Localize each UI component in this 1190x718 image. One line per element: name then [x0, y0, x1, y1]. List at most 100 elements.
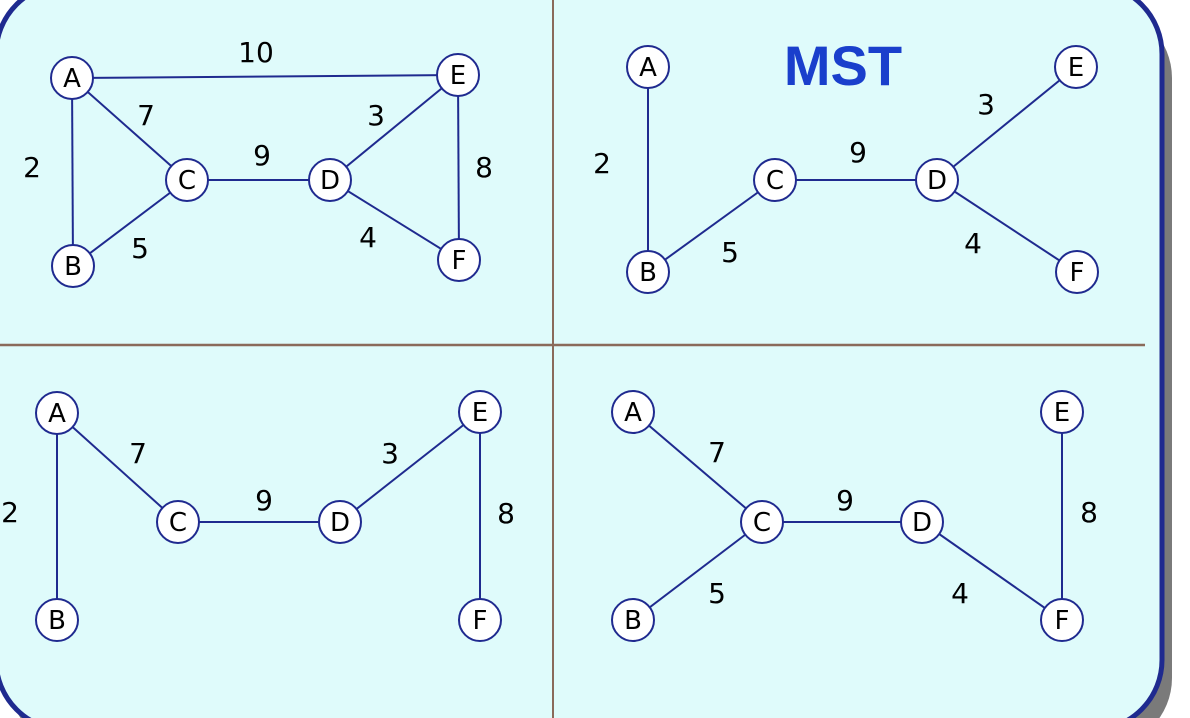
node-label-D: D [320, 166, 340, 196]
edge-A-B [71, 77, 74, 267]
edge-D-F [936, 179, 1078, 273]
node-label-B: B [624, 606, 642, 636]
node-B: B [35, 598, 79, 642]
node-E: E [436, 53, 480, 97]
node-circle-A [50, 56, 94, 100]
node-F: F [437, 238, 481, 282]
node-E: E [1054, 45, 1098, 89]
node-label-A: A [48, 399, 66, 429]
node-label-E: E [450, 61, 466, 91]
node-label-E: E [472, 398, 488, 428]
node-circle-F [458, 598, 502, 642]
node-circle-C [753, 158, 797, 202]
node-label-F: F [452, 246, 467, 276]
edge-weight-A-E: 10 [238, 36, 274, 69]
node-E: E [458, 390, 502, 434]
edge-weight-A-C: 7 [137, 99, 155, 132]
node-label-C: C [766, 166, 784, 196]
edge-D-E [329, 74, 459, 181]
node-circle-A [611, 390, 655, 434]
node-circle-B [35, 598, 79, 642]
node-circle-B [611, 598, 655, 642]
node-D: D [900, 500, 944, 544]
node-circle-C [740, 500, 784, 544]
edge-weight-D-E: 3 [367, 99, 385, 132]
node-F: F [1040, 598, 1084, 642]
edge-B-C [647, 179, 776, 273]
edge-weight-C-D: 9 [836, 484, 854, 517]
node-circle-C [165, 158, 209, 202]
node-label-B: B [639, 258, 657, 288]
node-label-A: A [639, 53, 657, 83]
edge-A-E [71, 74, 459, 79]
edge-D-E [936, 66, 1077, 181]
node-circle-C [156, 500, 200, 544]
node-label-B: B [48, 606, 66, 636]
edge-weight-A-B: 2 [23, 151, 41, 184]
node-D: D [915, 158, 959, 202]
node-E: E [1040, 390, 1084, 434]
node-F: F [458, 598, 502, 642]
edge-D-F [329, 179, 460, 261]
node-circle-D [318, 500, 362, 544]
node-circle-F [437, 238, 481, 282]
mst-title: MST [784, 34, 902, 97]
edge-A-C [632, 411, 763, 523]
node-B: B [51, 244, 95, 288]
node-C: C [165, 158, 209, 202]
node-C: C [753, 158, 797, 202]
node-circle-A [626, 45, 670, 89]
node-B: B [626, 250, 670, 294]
node-circle-D [915, 158, 959, 202]
edge-weight-C-D: 9 [849, 136, 867, 169]
node-circle-F [1055, 250, 1099, 294]
node-circle-D [308, 158, 352, 202]
node-C: C [156, 500, 200, 544]
node-label-D: D [927, 166, 947, 196]
node-circle-E [1040, 390, 1084, 434]
edge-weight-E-F: 8 [475, 151, 493, 184]
node-circle-B [51, 244, 95, 288]
edge-A-C [56, 412, 179, 523]
edge-weight-B-C: 5 [708, 577, 726, 610]
node-label-C: C [178, 166, 196, 196]
edge-E-F [457, 74, 460, 261]
edge-weight-A-C: 7 [129, 437, 147, 470]
edge-B-C [632, 521, 763, 621]
edge-D-E [339, 411, 481, 523]
edge-weight-D-E: 3 [381, 437, 399, 470]
node-circle-E [1054, 45, 1098, 89]
node-label-B: B [64, 252, 82, 282]
node-A: A [50, 56, 94, 100]
edge-weight-E-F: 8 [1080, 496, 1098, 529]
edge-A-C [71, 77, 188, 181]
node-circle-E [458, 390, 502, 434]
node-label-A: A [63, 64, 81, 94]
edge-weight-D-F: 4 [359, 221, 377, 254]
node-label-F: F [1055, 606, 1070, 636]
node-label-C: C [169, 508, 187, 538]
edge-weight-D-F: 4 [951, 577, 969, 610]
node-label-A: A [624, 398, 642, 428]
edge-weight-C-D: 9 [253, 139, 271, 172]
node-label-D: D [330, 508, 350, 538]
node-circle-A [35, 391, 79, 435]
node-circle-D [900, 500, 944, 544]
edge-weight-A-B: 2 [1, 496, 19, 529]
node-label-D: D [912, 508, 932, 538]
node-C: C [740, 500, 784, 544]
node-A: A [626, 45, 670, 89]
edge-weight-E-F: 8 [497, 497, 515, 530]
edge-weight-A-B: 2 [593, 147, 611, 180]
node-label-E: E [1054, 398, 1070, 428]
node-B: B [611, 598, 655, 642]
node-A: A [35, 391, 79, 435]
edge-weight-D-F: 4 [964, 227, 982, 260]
node-label-E: E [1068, 53, 1084, 83]
